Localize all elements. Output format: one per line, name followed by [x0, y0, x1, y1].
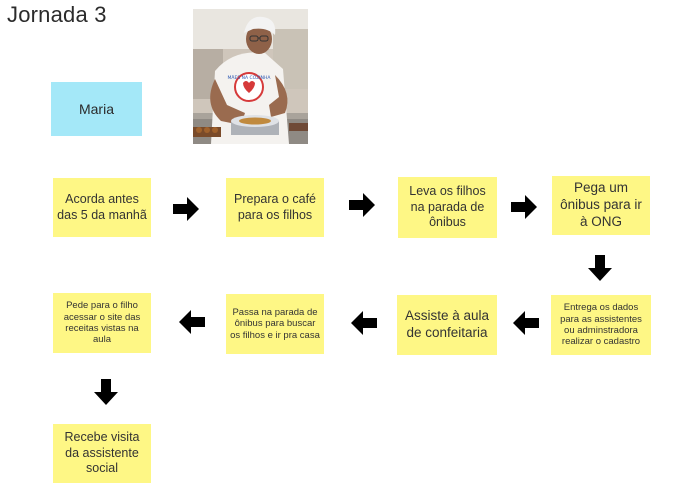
arrow-right-icon [171, 194, 201, 224]
arrow-left-icon [349, 308, 379, 338]
page-title: Jornada 3 [7, 2, 107, 27]
arrow-left-icon [511, 308, 541, 338]
arrow-right-icon [347, 190, 377, 220]
step-text: Entrega os dados para as assistentes ou … [560, 302, 642, 348]
arrow-down-icon [91, 377, 121, 407]
step-text: Leva os filhos na parada de ônibus [409, 184, 486, 230]
step-note-6: Assiste à aula de confeitaria [397, 295, 497, 355]
persona-photo: MÃES NA COZINHA [193, 9, 308, 144]
step-text: Recebe visita da assistente social [64, 430, 140, 476]
step-text: Passa na parada de ônibus para buscar os… [230, 306, 320, 341]
step-note-1: Acorda antes das 5 da manhã [53, 178, 151, 237]
badge-text: MÃES NA COZINHA [228, 74, 272, 81]
step-note-8: Pede para o filho acessar o site das rec… [53, 293, 151, 353]
step-note-7: Passa na parada de ônibus para buscar os… [226, 294, 324, 354]
step-text: Prepara o café para os filhos [234, 191, 316, 222]
step-note-4: Pega um ônibus para ir à ONG [552, 176, 650, 235]
step-note-3: Leva os filhos na parada de ônibus [398, 177, 497, 238]
step-note-2: Prepara o café para os filhos [226, 178, 324, 237]
arrow-down-icon [585, 253, 615, 283]
step-text: Pega um ônibus para ir à ONG [560, 180, 642, 229]
step-note-9: Recebe visita da assistente social [53, 424, 151, 483]
arrow-left-icon [177, 307, 207, 337]
arrow-right-icon [509, 192, 539, 222]
step-text: Assiste à aula de confeitaria [404, 308, 490, 340]
persona-card: Maria [51, 82, 142, 136]
step-text: Pede para o filho acessar o site das rec… [63, 300, 141, 346]
step-text: Acorda antes das 5 da manhã [57, 191, 147, 222]
step-note-5: Entrega os dados para as assistentes ou … [551, 295, 651, 355]
persona-name: Maria [78, 101, 114, 117]
